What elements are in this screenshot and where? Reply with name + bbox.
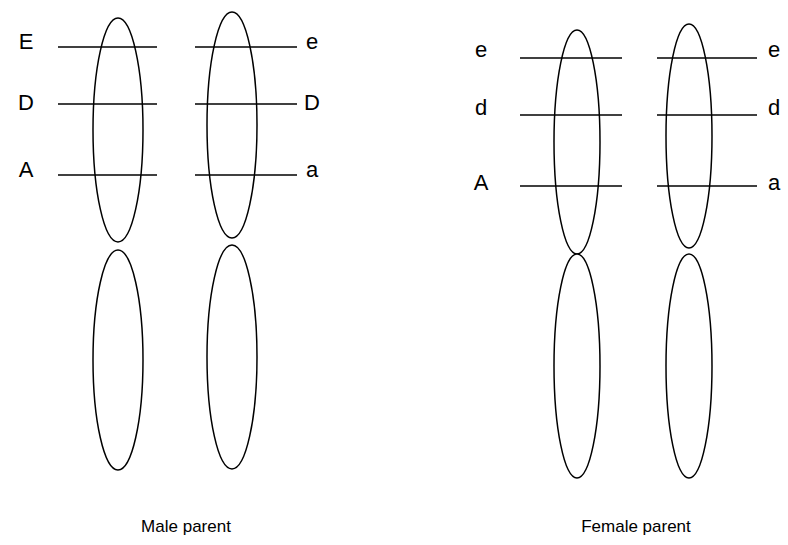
chromosome-arm <box>93 18 143 242</box>
chromosome-arm <box>666 254 712 478</box>
gene-label: D <box>304 92 320 114</box>
locus-line <box>657 114 757 116</box>
gene-label: D <box>18 92 34 114</box>
gene-label: e <box>475 39 487 61</box>
gene-label: A <box>474 172 489 194</box>
gene-label: e <box>768 39 780 61</box>
locus-line <box>195 103 297 105</box>
locus-line <box>520 185 622 187</box>
gene-label: e <box>306 31 318 53</box>
locus-line <box>195 174 297 176</box>
gene-label: d <box>475 97 487 119</box>
locus-line <box>520 114 622 116</box>
gene-label: a <box>306 159 318 181</box>
gene-label: d <box>768 97 780 119</box>
chromosome-arm <box>207 245 257 469</box>
locus-line <box>520 57 622 59</box>
gene-label: E <box>19 31 34 53</box>
gene-label: A <box>19 159 34 181</box>
chromosome-arm <box>207 12 257 238</box>
chromosome-arm <box>93 250 143 470</box>
locus-line <box>657 185 757 187</box>
chromosome-arm <box>554 254 600 478</box>
locus-line <box>195 46 297 48</box>
locus-line <box>58 174 157 176</box>
gene-label: a <box>768 172 780 194</box>
chromosome-arm <box>554 30 600 254</box>
locus-line <box>58 103 157 105</box>
locus-line <box>58 46 157 48</box>
locus-line <box>657 57 757 59</box>
caption: Female parent <box>581 518 691 535</box>
caption: Male parent <box>141 518 231 535</box>
